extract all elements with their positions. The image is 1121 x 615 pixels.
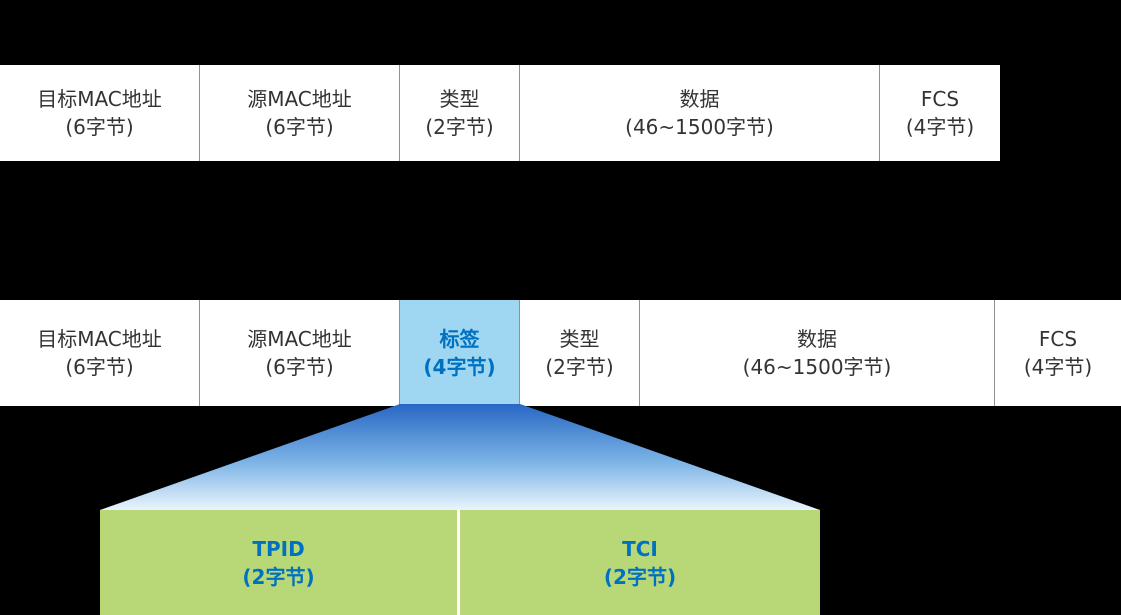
field-data: 数据 (46~1500字节) — [640, 300, 995, 406]
funnel-shape — [100, 404, 820, 510]
field-type: 类型 (2字节) — [520, 300, 640, 406]
field-label: 类型 — [559, 327, 600, 351]
field-tci: TCI (2字节) — [460, 510, 820, 615]
field-label: 类型 — [439, 87, 480, 111]
field-label: FCS — [920, 87, 960, 111]
field-dest-mac: 目标MAC地址 (6字节) — [0, 300, 200, 406]
field-size: (46~1500字节) — [742, 355, 892, 379]
field-tpid: TPID (2字节) — [100, 510, 460, 615]
field-type: 类型 (2字节) — [400, 65, 520, 161]
field-label: 目标MAC地址 — [37, 87, 162, 111]
tag-detail-bar: TPID (2字节) TCI (2字节) — [100, 510, 820, 615]
field-size: (2字节) — [242, 564, 315, 589]
field-vlan-tag: 标签 (4字节) — [400, 300, 520, 406]
field-fcs: FCS (4字节) — [880, 65, 1000, 161]
field-label: 数据 — [797, 327, 837, 351]
field-size: (2字节) — [545, 355, 614, 379]
field-size: (6字节) — [265, 115, 334, 139]
field-size: (4字节) — [1023, 355, 1093, 379]
tagged-frame-bar: 目标MAC地址 (6字节) 源MAC地址 (6字节) 标签 (4字节) 类型 (… — [0, 300, 1121, 406]
field-label: 数据 — [679, 87, 720, 111]
field-label: 标签 — [439, 327, 480, 351]
field-size: (2字节) — [603, 564, 677, 589]
field-label: 源MAC地址 — [247, 327, 352, 351]
field-size: (6字节) — [65, 355, 134, 379]
field-label: 源MAC地址 — [247, 87, 352, 111]
field-src-mac: 源MAC地址 (6字节) — [200, 300, 400, 406]
tag-expansion-funnel — [100, 404, 820, 510]
field-size: (4字节) — [905, 115, 975, 139]
field-size: (2字节) — [425, 115, 494, 139]
field-dest-mac: 目标MAC地址 (6字节) — [0, 65, 200, 161]
field-size: (6字节) — [265, 355, 334, 379]
field-size: (4字节) — [423, 355, 496, 379]
field-label: TCI — [622, 536, 658, 561]
field-src-mac: 源MAC地址 (6字节) — [200, 65, 400, 161]
field-fcs: FCS (4字节) — [995, 300, 1121, 406]
untagged-frame-bar: 目标MAC地址 (6字节) 源MAC地址 (6字节) 类型 (2字节) 数据 (… — [0, 65, 1000, 161]
field-size: (46~1500字节) — [625, 115, 774, 139]
field-data: 数据 (46~1500字节) — [520, 65, 880, 161]
field-label: FCS — [1038, 327, 1078, 351]
field-label: TPID — [252, 536, 305, 561]
field-label: 目标MAC地址 — [37, 327, 162, 351]
field-size: (6字节) — [65, 115, 134, 139]
